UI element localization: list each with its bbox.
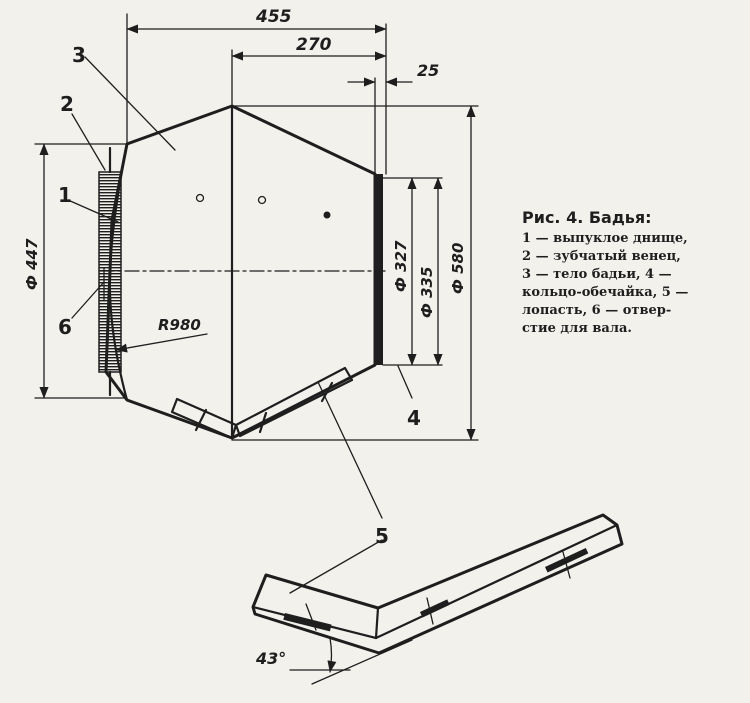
caption-line: кольцо-обечайка, 5 — [522, 285, 689, 300]
blade-detail-outline [251, 513, 624, 655]
dim-max-diameter: Ф 580 [449, 243, 467, 294]
figure-caption: Рис. 4. Бадья: 1 — выпуклое днище, 2 — з… [522, 208, 744, 338]
dim-overall-length: 455 [255, 7, 292, 27]
drum-body [99, 104, 386, 440]
gear-ring [98, 146, 122, 397]
caption-line: 3 — тело бадьи, 4 — [522, 267, 672, 282]
hole-1 [195, 193, 205, 203]
callouts: 3 2 1 6 4 5 [58, 43, 421, 594]
hole-3 [323, 211, 331, 219]
ring-band [375, 174, 383, 365]
dim-blade-angle: 43° [255, 649, 286, 668]
callout-blade: 5 [375, 524, 389, 548]
callout-ring: 4 [407, 406, 421, 430]
callout-bottom: 1 [58, 183, 72, 207]
callout-gear-ring: 2 [60, 92, 74, 116]
callout-shaft-hole: 6 [58, 315, 72, 339]
caption-line: стие для вала. [522, 321, 632, 336]
caption-title: Рис. 4. Бадья: [522, 208, 652, 227]
dim-opening-inner: Ф 327 [392, 240, 410, 292]
caption-line: 2 — зубчатый венец, [522, 249, 681, 264]
dim-rear-length: 270 [296, 35, 332, 55]
blade-right-on-drum [234, 366, 354, 438]
blade-left-on-drum [170, 397, 238, 440]
ring-band-shape [375, 174, 383, 365]
blade-detail [251, 513, 624, 685]
hole-2 [257, 195, 267, 205]
dim-bottom-radius: R980 [158, 316, 201, 334]
dim-gear-diameter: Ф 447 [23, 238, 41, 290]
dim-opening-outer: Ф 335 [418, 267, 436, 318]
dimension-lines [34, 13, 479, 441]
dim-ring-width: 25 [417, 61, 439, 80]
caption-line: 1 — выпуклое днище, [522, 231, 688, 246]
callout-body: 3 [72, 43, 86, 67]
caption-body: 1 — выпуклое днище, 2 — зубчатый венец, … [522, 230, 744, 338]
drum-blades [170, 366, 354, 440]
caption-line: лопасть, 6 — отвер- [522, 303, 672, 318]
gear-ring-teeth [98, 171, 122, 373]
